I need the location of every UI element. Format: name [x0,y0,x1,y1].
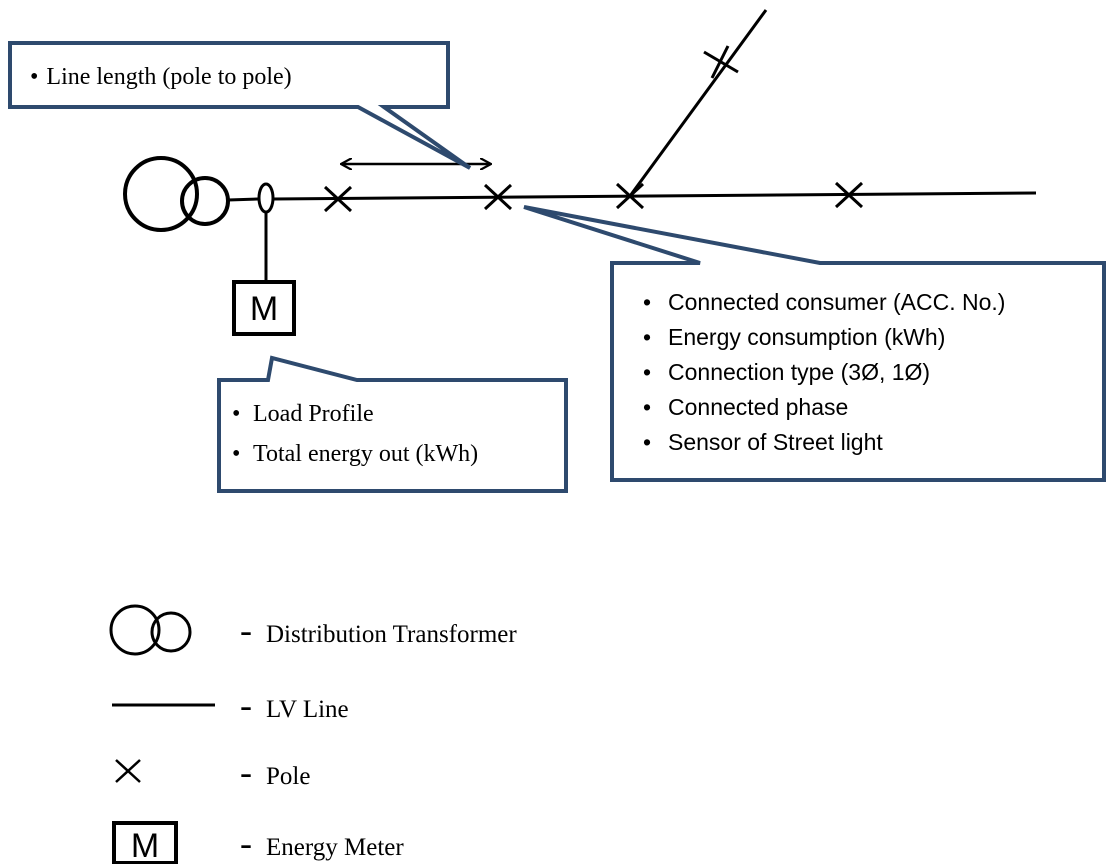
pole-icon [323,185,353,213]
transformer-icon [123,156,230,232]
meter-info-list: •Load Profile •Total energy out (kWh) [232,401,478,467]
meter-letter: M [250,290,278,328]
pole-info-item: Connected phase [668,394,848,420]
pole-icon [483,183,513,211]
pole-icon [703,45,739,79]
pole-info-item: Connection type (3Ø, 1Ø) [668,359,930,385]
meter-info-item: Total energy out (kWh) [253,441,478,467]
pole-icon [834,181,864,209]
legend-label-pole: Pole [266,763,310,790]
pole-info-list: •Connected consumer (ACC. No.) •Energy c… [643,289,1012,455]
pole-info-item: Energy consumption (kWh) [668,324,945,350]
legend: - Distribution Transformer - LV Line - P… [109,604,517,864]
pole-icon [615,182,645,210]
lv-line-branch [628,9,768,197]
legend-energy-meter-icon: M [112,821,178,864]
pole-info-callout: •Connected consumer (ACC. No.) •Energy c… [523,205,1106,482]
legend-dash: - [240,823,252,863]
meter-info-callout: •Load Profile •Total energy out (kWh) [217,355,568,493]
legend-transformer-icon [109,604,192,656]
pole-info-item: Connected consumer (ACC. No.) [668,289,1005,315]
line-length-callout: •Line length (pole to pole) [8,41,472,170]
legend-dash: - [240,685,252,725]
current-transformer-icon [257,182,275,214]
legend-dash: - [240,752,252,792]
legend-label-lv-line: LV Line [266,696,349,723]
legend-dash: - [240,610,252,650]
line-length-callout-text: •Line length (pole to pole) [30,64,292,90]
feeder-line-start [227,197,259,202]
meter-info-item: Load Profile [253,401,374,427]
legend-pole-icon [115,759,141,783]
legend-label-transformer: Distribution Transformer [266,621,517,648]
legend-meter-letter: M [131,827,159,864]
legend-label-energy-meter: Energy Meter [266,834,404,861]
pole-info-item: Sensor of Street light [668,429,883,455]
lv-line-main [272,191,1037,201]
energy-meter-icon: M [232,280,296,336]
